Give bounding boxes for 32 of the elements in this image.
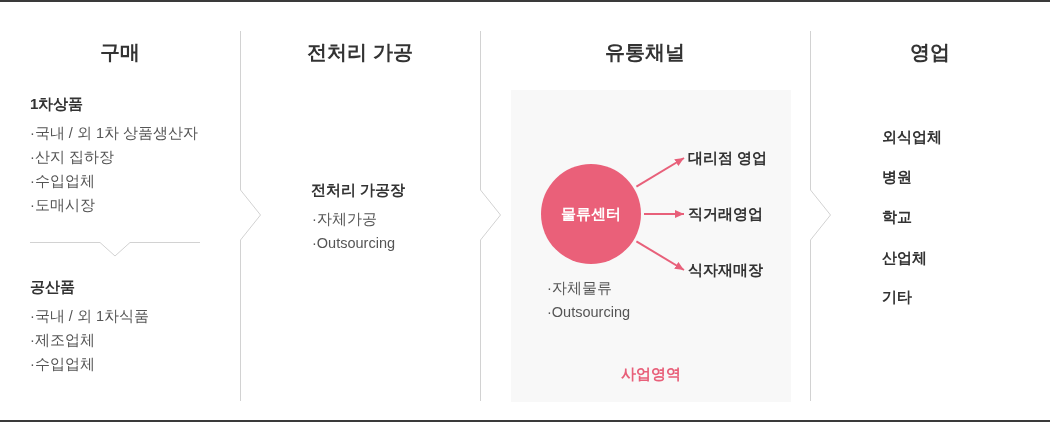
group-heading: 공산품 [30,277,75,297]
list-item: 외식업체 [882,127,942,147]
panel-caption: 사업영역 [621,364,681,384]
column-heading: 전처리 가공 [307,40,413,65]
list-item: ·수입업체 [30,172,95,191]
circle-label: 물류센터 [561,204,621,224]
arrow [635,240,685,271]
arrow [635,157,685,188]
list-item: ·국내 / 외 1차 상품생산자 [30,124,199,143]
list-item: 병원 [882,167,912,187]
list-item: ·Outsourcing [312,234,395,253]
list-item: ·수입업체 [30,355,95,374]
arrow [643,210,685,218]
list-item: ·자체물류 [547,279,612,298]
shaded-panel [511,90,791,402]
list-item: 기타 [882,287,912,307]
column-heading: 유통채널 [605,40,685,65]
column-heading: 구매 [100,40,140,65]
list-item: ·도매시장 [30,196,95,215]
list-item: ·국내 / 외 1차식품 [30,307,149,326]
group-heading: 전처리 가공장 [311,180,406,200]
list-item: 산업체 [882,248,927,268]
channel-label: 식자재매장 [688,260,763,280]
channel-label: 직거래영업 [688,204,763,224]
group-heading: 1차상품 [30,94,84,114]
channel-label: 대리점 영업 [688,148,768,168]
list-item: ·산지 집하장 [30,148,114,167]
list-item: ·제조업체 [30,331,95,350]
list-item: ·Outsourcing [547,303,630,322]
list-item: 학교 [882,207,912,227]
list-item: ·자체가공 [312,210,377,229]
column-heading: 영업 [910,40,950,65]
